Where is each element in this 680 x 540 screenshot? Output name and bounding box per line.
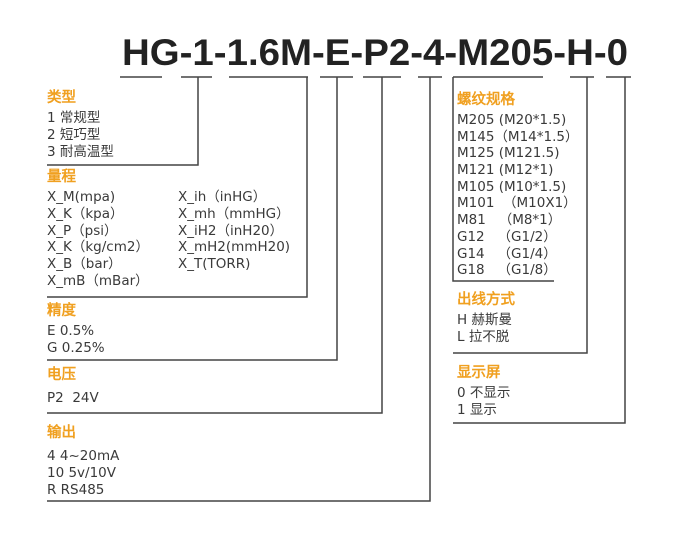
output-item: 10 5v/10V <box>47 464 117 481</box>
voltage-label: 电压 <box>47 367 76 383</box>
thread-item: M125 (M121.5) <box>457 145 560 162</box>
voltage-section: 电压 P2 24V <box>47 365 99 407</box>
output-label: 输出 <box>47 425 76 441</box>
thread-item: G18 （G1/8） <box>457 262 557 279</box>
thread-item: M81 （M8*1） <box>457 212 562 229</box>
range-label: 量程 <box>47 169 76 185</box>
voltage-item: P2 24V <box>47 390 99 406</box>
precision-item: E 0.5% <box>47 323 95 339</box>
display-label: 显示屏 <box>457 365 501 381</box>
thread-label: 螺纹规格 <box>457 92 515 108</box>
thread-item: M145（M14*1.5） <box>457 128 579 145</box>
thread-item: M121 (M12*1) <box>457 162 554 179</box>
model-code-title: HG-1-1.6M-E-P2-4-M205-H-0 <box>122 32 628 73</box>
range-item: X_ih（inHG） <box>178 189 267 205</box>
thread-item: G12 （G1/2） <box>457 228 557 245</box>
display-item: 1 显示 <box>457 401 497 418</box>
output-item: R RS485 <box>47 481 105 498</box>
range-item: X_B（bar） <box>47 256 122 273</box>
thread-section: 螺纹规格 M205 (M20*1.5)M145（M14*1.5）M125 (M12… <box>457 90 578 279</box>
wiring-item: L 拉不脱 <box>457 328 510 345</box>
thread-item: M101 （M10X1） <box>457 195 577 212</box>
range-item: X_mB（mBar） <box>47 272 149 289</box>
output-item: 4 4~20mA <box>47 448 120 464</box>
thread-item: M105 (M10*1.5) <box>457 178 567 195</box>
range-section-right: X_ih（inHG）X_mh（mmHG）X_iH2（inH20）X_mH2(mm… <box>178 189 290 273</box>
range-item: X_mh（mmHG） <box>178 205 290 222</box>
range-item: X_T(TORR) <box>178 256 251 273</box>
range-item: X_P（psi） <box>47 222 118 239</box>
type-item: 1 常规型 <box>47 110 101 126</box>
type-label: 类型 <box>47 90 76 106</box>
type-item: 2 短巧型 <box>47 126 101 143</box>
thread-item: M205 (M20*1.5) <box>457 112 567 128</box>
range-item: X_iH2（inH20） <box>178 222 284 239</box>
thread-item: G14 （G1/4） <box>457 245 557 262</box>
display-item: 0 不显示 <box>457 385 511 401</box>
range-item: X_K（kpa） <box>47 205 124 222</box>
wiring-label: 出线方式 <box>457 292 515 308</box>
precision-label: 精度 <box>47 303 76 319</box>
range-section: 量程 X_M(mpa)X_K（kpa）X_P（psi）X_K（kg/cm2）X_B… <box>47 167 149 290</box>
precision-section: 精度 E 0.5%G 0.25% <box>47 301 105 357</box>
type-item: 3 耐高温型 <box>47 143 114 160</box>
precision-item: G 0.25% <box>47 339 105 356</box>
range-item: X_K（kg/cm2） <box>47 239 149 256</box>
range-item: X_mH2(mmH20) <box>178 239 291 256</box>
range-item: X_M(mpa) <box>47 189 116 205</box>
wiring-item: H 赫斯曼 <box>457 312 512 328</box>
